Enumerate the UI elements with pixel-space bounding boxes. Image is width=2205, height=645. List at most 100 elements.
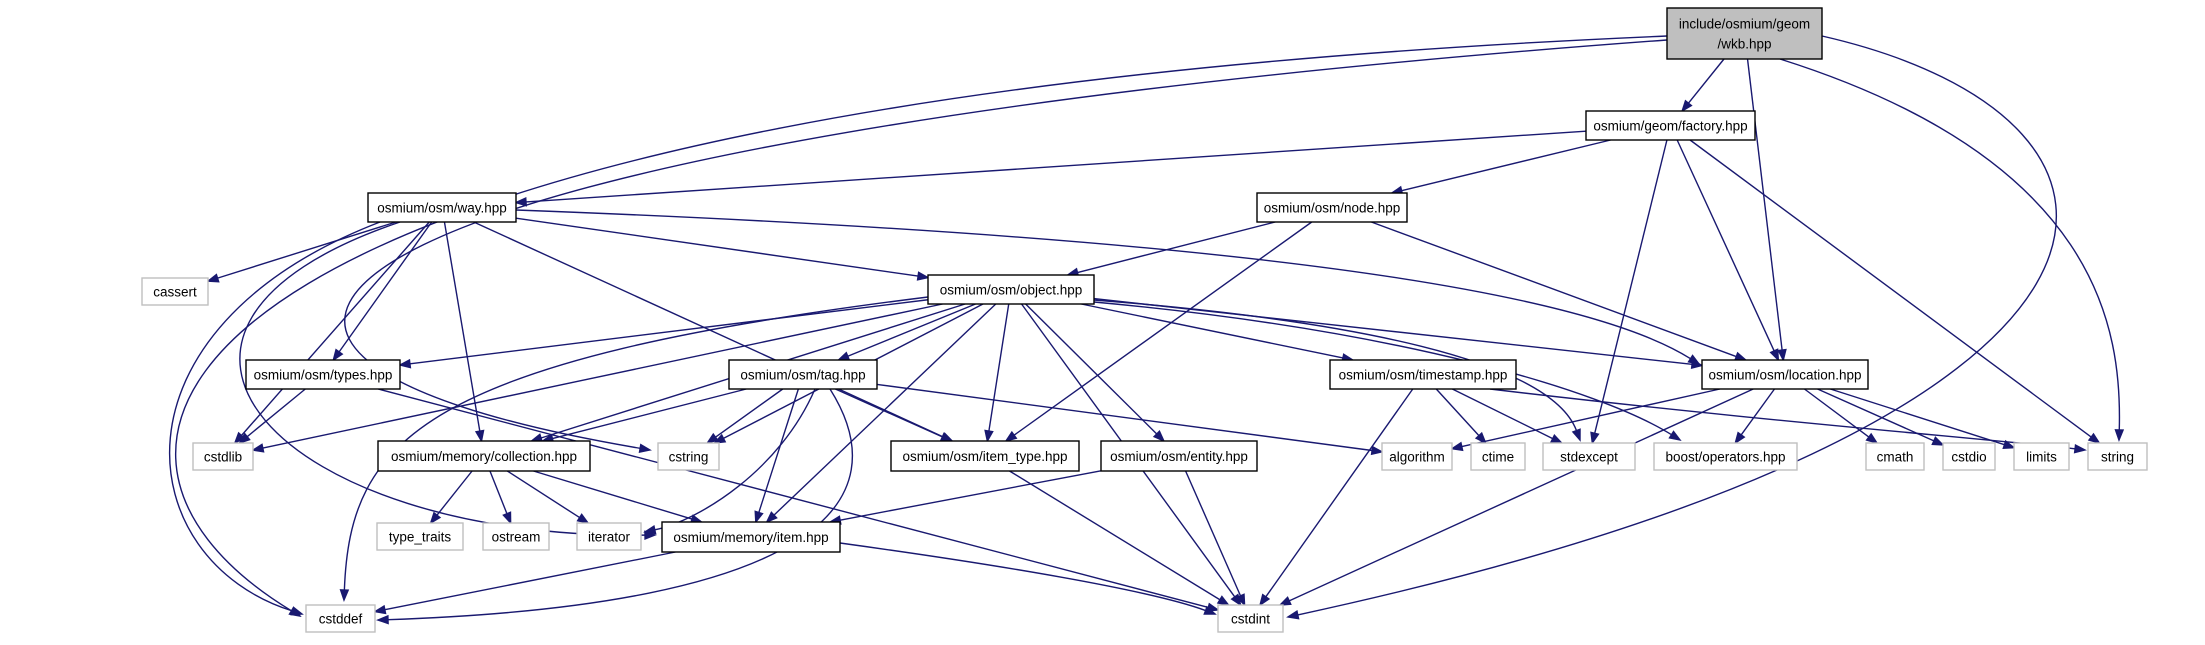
edge-timestamp-to-ctime xyxy=(1435,388,1487,445)
edge-line xyxy=(1689,139,2092,438)
arrowhead xyxy=(1286,610,1300,620)
arrowhead xyxy=(1278,596,1292,606)
edge-types-to-cstdlib xyxy=(237,388,306,445)
arrowhead xyxy=(1931,436,1945,446)
edge-line xyxy=(758,388,800,513)
node-type_traits: type_traits xyxy=(376,522,464,551)
arrowhead xyxy=(638,443,652,453)
node-way[interactable]: osmium/osm/way.hpp xyxy=(367,192,517,223)
arrowhead xyxy=(332,348,344,362)
node-box xyxy=(1585,110,1756,141)
node-box xyxy=(1942,442,1996,471)
edge-wkb-to-cstring xyxy=(344,39,1668,453)
edge-line xyxy=(343,296,929,591)
edge-line xyxy=(1830,388,2005,446)
node-limits: limits xyxy=(2013,442,2070,471)
node-string: string xyxy=(2087,442,2148,471)
edge-line xyxy=(409,299,929,365)
edge-line xyxy=(344,39,1668,450)
edge-location-to-cstdint xyxy=(1278,388,1754,606)
node-box xyxy=(661,521,841,553)
edge-line xyxy=(377,388,1209,609)
edge-line xyxy=(1371,221,1737,358)
node-cstdlib: cstdlib xyxy=(192,442,254,471)
arrowhead xyxy=(514,197,527,207)
arrowhead xyxy=(474,429,485,443)
edge-wkb-to-factory xyxy=(1680,58,1725,113)
node-box xyxy=(245,359,401,390)
node-ostream: ostream xyxy=(482,522,550,551)
node-label: ostream xyxy=(492,530,541,545)
node-label: iterator xyxy=(588,530,631,545)
arrowhead xyxy=(643,525,657,535)
node-timestamp[interactable]: osmium/osm/timestamp.hpp xyxy=(1329,359,1517,390)
node-label: ctime xyxy=(1482,450,1514,465)
node-entity[interactable]: osmium/osm/entity.hpp xyxy=(1100,440,1258,472)
edge-location-to-cstdio xyxy=(1817,388,1945,446)
edge-line xyxy=(1297,35,2058,616)
node-box xyxy=(2013,442,2070,471)
arrowhead xyxy=(1777,348,1787,362)
node-label: osmium/memory/collection.hpp xyxy=(391,449,577,464)
node-factory[interactable]: osmium/geom/factory.hpp xyxy=(1585,110,1756,141)
edge-line xyxy=(1740,388,1776,436)
node-label: string xyxy=(2101,450,2134,465)
node-label: osmium/osm/types.hpp xyxy=(254,368,393,383)
node-box xyxy=(1217,604,1284,633)
edge-object-to-cstdlib xyxy=(251,303,943,453)
node-cstddef: cstddef xyxy=(305,604,376,633)
arrowhead xyxy=(1152,430,1166,443)
edge-line xyxy=(443,221,481,432)
edge-location-to-operators xyxy=(1734,388,1776,445)
edge-tag-to-algorithm xyxy=(876,383,1384,456)
arrowhead xyxy=(1590,431,1600,445)
arrowhead xyxy=(1203,605,1217,615)
node-box xyxy=(728,359,878,390)
node-item_type[interactable]: osmium/osm/item_type.hpp xyxy=(890,440,1080,472)
node-box xyxy=(305,604,376,633)
node-types[interactable]: osmium/osm/types.hpp xyxy=(245,359,401,390)
node-collection[interactable]: osmium/memory/collection.hpp xyxy=(377,440,591,472)
arrowhead xyxy=(251,443,265,453)
arrowhead xyxy=(502,511,512,525)
node-algorithm: algorithm xyxy=(1381,442,1453,471)
edge-line xyxy=(525,130,1587,203)
edge-line xyxy=(262,303,943,449)
arrowhead xyxy=(984,429,994,443)
arrowhead xyxy=(916,271,930,281)
node-item[interactable]: osmium/memory/item.hpp xyxy=(661,521,841,553)
edge-line xyxy=(1401,139,1611,192)
arrowhead xyxy=(1474,431,1487,445)
node-label: algorithm xyxy=(1389,450,1445,465)
edge-line xyxy=(1081,303,1344,359)
node-node[interactable]: osmium/osm/node.hpp xyxy=(1256,192,1408,223)
edge-object-to-cstddef xyxy=(339,296,929,602)
edge-line xyxy=(835,388,943,438)
node-box xyxy=(576,522,642,551)
node-object[interactable]: osmium/osm/object.hpp xyxy=(927,274,1095,305)
node-box xyxy=(1381,442,1453,471)
edge-entity-to-cstdint xyxy=(1184,470,1246,607)
arrowhead xyxy=(290,606,304,616)
node-wkb[interactable]: include/osmium/geom/wkb.hpp xyxy=(1666,7,1823,60)
edge-line xyxy=(839,542,1206,612)
node-label: /wkb.hpp xyxy=(1717,37,1771,52)
edge-line xyxy=(1779,58,2121,431)
edge-object-to-types xyxy=(398,299,929,369)
edge-object-to-item_type xyxy=(984,303,1010,443)
node-label: osmium/osm/timestamp.hpp xyxy=(1339,368,1508,383)
edge-line xyxy=(847,303,976,357)
node-location[interactable]: osmium/osm/location.hpp xyxy=(1701,359,1869,390)
edge-tag-to-collection xyxy=(540,388,747,444)
edge-line xyxy=(436,470,473,516)
node-box xyxy=(367,192,517,223)
edge-node-to-item_type xyxy=(1004,221,1313,443)
node-label: cassert xyxy=(153,285,197,300)
edge-node-to-location xyxy=(1371,221,1748,361)
node-box xyxy=(1100,440,1258,472)
edge-entity-to-item xyxy=(828,470,1102,525)
node-label: osmium/memory/item.hpp xyxy=(673,530,828,545)
edge-way-to-item_type xyxy=(473,221,955,442)
node-tag[interactable]: osmium/osm/tag.hpp xyxy=(728,359,878,390)
edge-line xyxy=(515,209,1691,360)
